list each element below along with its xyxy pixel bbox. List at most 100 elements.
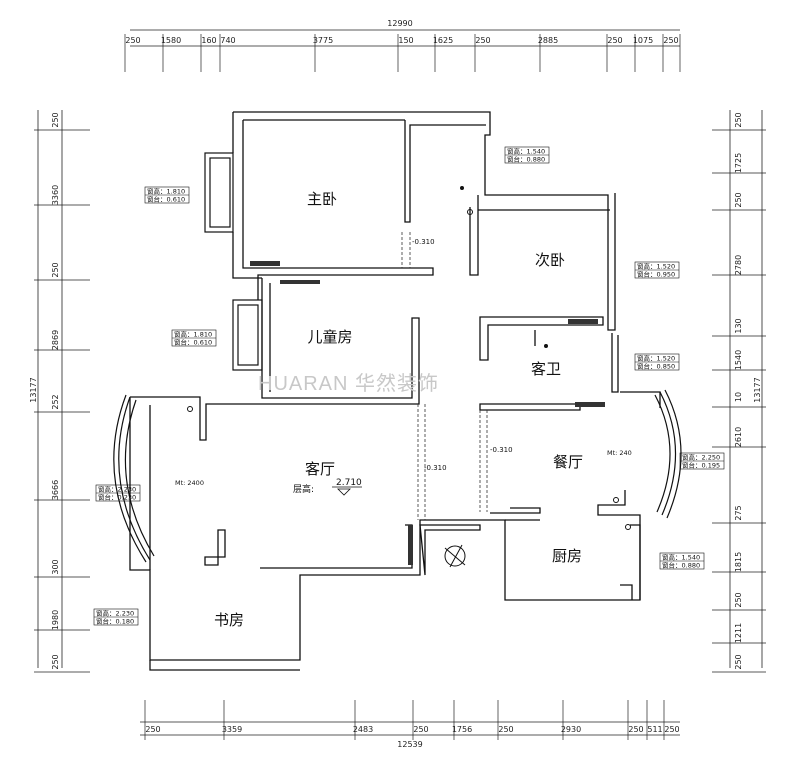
window-sill-text: 窗台：0.230 xyxy=(98,493,136,502)
entry-door-icon xyxy=(444,544,466,568)
bottom-dim-label: 250 xyxy=(664,725,679,734)
top-total-dim: 12990 xyxy=(387,19,412,28)
window-height-text: 窗高：2.230 xyxy=(98,485,136,494)
left-dim-label: 250 xyxy=(51,654,60,669)
floor-height-label: 层高: xyxy=(293,483,314,495)
right-dim-label: 10 xyxy=(734,392,743,402)
room-guest-bath: 客卫 xyxy=(531,360,561,378)
window-sill-text: 窗台：0.610 xyxy=(174,338,212,347)
right-dim-label: 130 xyxy=(734,318,743,333)
left-dim-label: 300 xyxy=(51,559,60,574)
top-dim-label: 1075 xyxy=(633,36,653,45)
left-dim-label: 250 xyxy=(51,262,60,277)
right-dim-label: 250 xyxy=(734,112,743,127)
bottom-dim-label: 250 xyxy=(628,725,643,734)
room-study: 书房 xyxy=(214,611,244,629)
window-sill-text: 窗台：0.880 xyxy=(662,561,700,570)
window-height-text: 窗高：2.230 xyxy=(96,609,134,618)
right-total-dim: 13177 xyxy=(753,377,762,402)
left-dim-label: 3360 xyxy=(51,185,60,205)
window-height-text: 窗高：1.540 xyxy=(662,553,700,562)
top-dim-label: 1580 xyxy=(161,36,181,45)
room-master-bedroom: 主卧 xyxy=(307,190,337,208)
bottom-dim-label: 3359 xyxy=(222,725,242,734)
ceiling-mark-dining: Mt: 240 xyxy=(607,449,632,457)
right-dim-label: 1725 xyxy=(734,153,743,173)
walls xyxy=(129,111,661,671)
ceiling-mark-living: Mt: 2400 xyxy=(175,479,204,487)
window-sill-text: 窗台：0.610 xyxy=(147,195,185,204)
right-dim-label: 1540 xyxy=(734,350,743,370)
right-dim-label: 250 xyxy=(734,592,743,607)
right-dim-label: 2780 xyxy=(734,255,743,275)
window-height-text: 窗高：1.520 xyxy=(637,262,675,271)
left-dim-label: 2869 xyxy=(51,330,60,350)
watermark: HUARAN 华然装饰 xyxy=(258,372,439,395)
right-dim-label: 250 xyxy=(734,192,743,207)
window-sill-text: 窗台：0.180 xyxy=(96,617,134,626)
bottom-dimension-chain xyxy=(140,721,680,736)
window-sill-text: 窗台：0.850 xyxy=(637,362,675,371)
right-dim-label: 2610 xyxy=(734,427,743,447)
left-dimension-chain xyxy=(37,110,63,668)
bottom-dim-label: 250 xyxy=(413,725,428,734)
bottom-dim-label: 2483 xyxy=(353,725,373,734)
window-height-text: 窗高：1.810 xyxy=(174,330,212,339)
window-height-text: 窗高：1.520 xyxy=(637,354,675,363)
right-dim-label: 1815 xyxy=(734,552,743,572)
room-dining: 餐厅 xyxy=(553,453,583,471)
top-dim-label: 3775 xyxy=(313,36,333,45)
bottom-dim-label: 250 xyxy=(145,725,160,734)
bottom-dim-label: 250 xyxy=(498,725,513,734)
room-second-bedroom: 次卧 xyxy=(535,251,565,269)
right-dim-label: 275 xyxy=(734,505,743,520)
floor-height-value: 2.710 xyxy=(336,478,362,488)
left-dim-label: 1980 xyxy=(51,610,60,630)
level-symbol-icon xyxy=(332,486,362,496)
top-dim-label: 2885 xyxy=(538,36,558,45)
top-dim-label: 1625 xyxy=(433,36,453,45)
bay-windows xyxy=(113,152,682,563)
fixture-markers xyxy=(187,186,631,530)
left-dim-label: 250 xyxy=(51,112,60,127)
level-mark-master: -0.310 xyxy=(412,238,435,246)
openings xyxy=(401,232,488,520)
room-kids-room: 儿童房 xyxy=(307,328,352,346)
window-sill-text: 窗台：0.195 xyxy=(682,461,720,470)
top-dim-label: 250 xyxy=(475,36,490,45)
top-dim-label: 150 xyxy=(398,36,413,45)
window-height-text: 窗高：1.540 xyxy=(507,147,545,156)
right-dim-label: 250 xyxy=(734,654,743,669)
right-dim-label: 1211 xyxy=(734,623,743,643)
window-sill-text: 窗台：0.950 xyxy=(637,270,675,279)
left-dim-label: 3666 xyxy=(51,480,60,500)
right-dimension-chain xyxy=(729,110,763,668)
bottom-dim-label: 2930 xyxy=(561,725,581,734)
left-total-dim: 13177 xyxy=(29,377,38,402)
radiators xyxy=(250,261,605,565)
top-dimension-chain xyxy=(130,29,680,47)
bottom-dim-label: 511 xyxy=(647,725,662,734)
window-height-text: 窗高：2.250 xyxy=(682,453,720,462)
window-height-text: 窗高：1.810 xyxy=(147,187,185,196)
level-mark-dining: -0.310 xyxy=(490,446,513,454)
window-sill-text: 窗台：0.880 xyxy=(507,155,545,164)
top-dim-label: 160 xyxy=(201,36,216,45)
room-living: 客厅 xyxy=(305,460,335,478)
top-dim-label: 250 xyxy=(607,36,622,45)
room-kitchen: 厨房 xyxy=(552,547,582,565)
top-dim-label: 250 xyxy=(663,36,678,45)
bottom-total-dim: 12539 xyxy=(397,740,422,749)
level-mark-living: -0.310 xyxy=(424,464,447,472)
top-dim-label: 250 xyxy=(125,36,140,45)
